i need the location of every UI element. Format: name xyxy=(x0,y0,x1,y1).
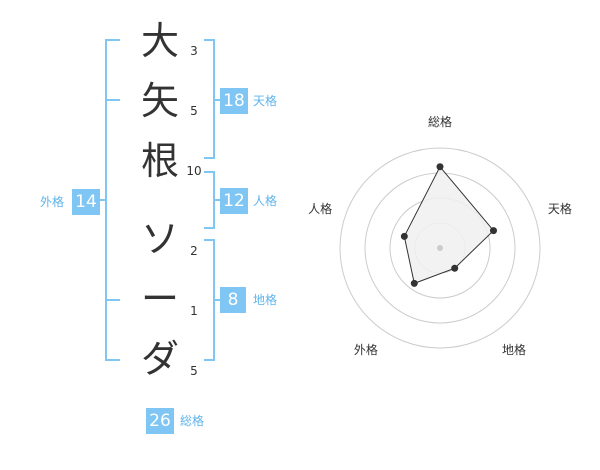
stroke-count-2: 5 xyxy=(190,104,198,118)
jinkaku-label: 人格 xyxy=(253,194,278,208)
radar-point xyxy=(410,279,418,287)
radar-axis-label: 天格 xyxy=(548,201,572,216)
tenkaku-value: 18 xyxy=(220,88,248,114)
stroke-count-6: 5 xyxy=(190,364,198,378)
stroke-count-5: 1 xyxy=(190,304,198,318)
chikaku-value: 8 xyxy=(220,287,246,313)
radar-axis-label: 地格 xyxy=(502,342,526,357)
name-char-6: ダ xyxy=(140,337,179,381)
name-char-3: 根 xyxy=(140,139,179,183)
jinkaku-value: 12 xyxy=(220,188,248,214)
gaikaku-label: 外格 xyxy=(40,195,65,209)
radar-point xyxy=(489,227,497,235)
radar-center-point xyxy=(437,245,443,251)
stroke-count-4: 2 xyxy=(190,244,198,258)
gaikaku-value: 14 xyxy=(72,189,100,215)
soukaku-label: 総格 xyxy=(180,414,205,428)
stroke-count-3: 10 xyxy=(186,164,202,178)
radar-axis-label: 人格 xyxy=(308,201,332,216)
name-char-1: 大 xyxy=(140,19,179,63)
radar-axis-label: 総格 xyxy=(428,114,452,129)
name-char-4: ソ xyxy=(140,217,179,261)
tenkaku-label: 天格 xyxy=(253,94,278,108)
radar-point xyxy=(400,232,408,240)
stroke-count-1: 3 xyxy=(190,44,198,58)
name-char-2: 矢 xyxy=(140,79,179,123)
chikaku-label: 地格 xyxy=(253,293,278,307)
radar-point xyxy=(451,264,459,272)
radar-polygon xyxy=(403,165,495,285)
radar-ring xyxy=(339,147,541,349)
radar-axis-label: 外格 xyxy=(354,342,378,357)
name-char-5: ー xyxy=(140,277,179,321)
soukaku-value: 26 xyxy=(146,408,174,434)
radar-point xyxy=(436,163,444,171)
